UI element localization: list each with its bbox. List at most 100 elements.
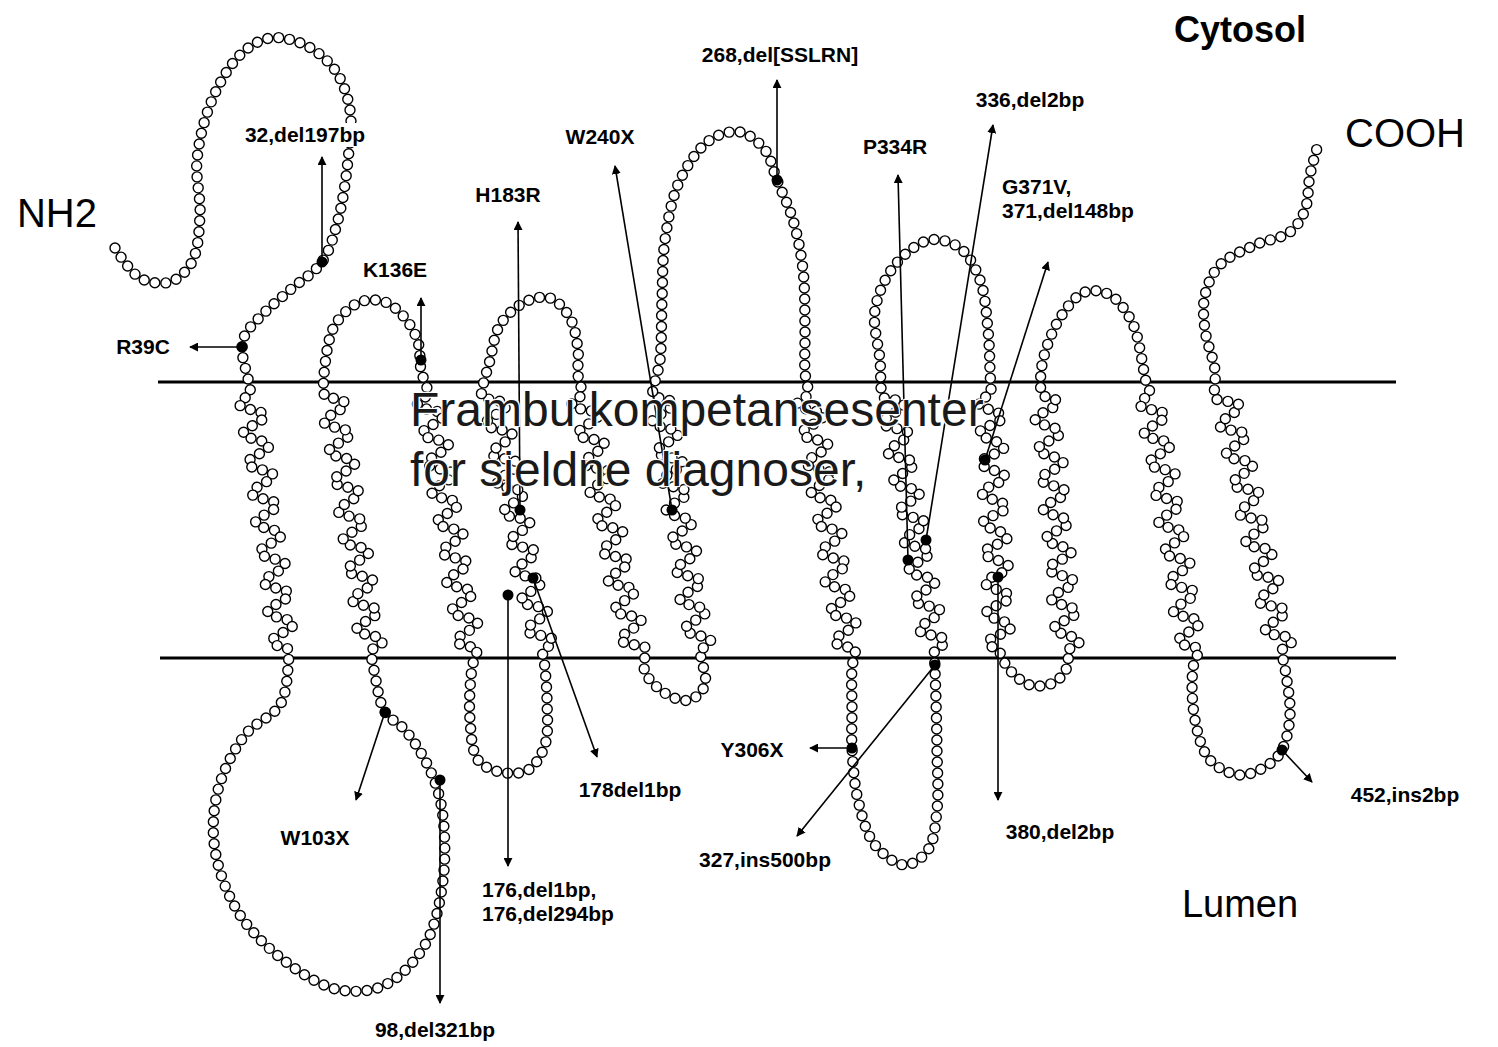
leader-arrow xyxy=(356,712,385,800)
residue-bead xyxy=(1280,631,1290,641)
residue-bead xyxy=(283,644,293,654)
residue-bead xyxy=(235,50,245,60)
residue-bead xyxy=(123,261,133,271)
residue-bead xyxy=(467,734,477,744)
residue-bead xyxy=(600,549,610,559)
residue-bead xyxy=(994,478,1004,488)
residue-bead xyxy=(259,510,269,520)
residue-bead xyxy=(392,973,402,983)
mutation-label: Y306X xyxy=(718,738,785,762)
residue-bead xyxy=(876,285,886,295)
residue-bead xyxy=(466,724,476,734)
residue-bead xyxy=(542,682,552,692)
residue-bead xyxy=(340,986,350,996)
residue-bead xyxy=(792,229,802,239)
residue-bead xyxy=(1210,363,1220,373)
watermark: Frambu kompetansesenter for sjeldne diag… xyxy=(410,380,1010,500)
residue-bead xyxy=(1049,481,1059,491)
residue-bead xyxy=(1239,468,1249,478)
residue-bead xyxy=(999,443,1009,453)
residue-bead xyxy=(691,546,701,556)
mutation-label: 452,ins2bp xyxy=(1349,783,1462,807)
residue-bead xyxy=(985,351,995,361)
residue-bead xyxy=(338,192,348,202)
residue-bead xyxy=(724,127,734,137)
residue-bead xyxy=(322,56,332,66)
residue-bead xyxy=(928,834,938,844)
residue-bead xyxy=(975,275,985,285)
mutation-dot xyxy=(515,505,526,516)
mutation-label: 176,del1bp, 176,del294bp xyxy=(480,878,656,926)
residue-bead xyxy=(487,346,497,356)
residue-bead xyxy=(220,881,230,891)
residue-bead xyxy=(410,329,420,339)
residue-bead xyxy=(238,353,248,363)
residue-bead xyxy=(518,542,528,552)
residue-bead xyxy=(1015,674,1025,684)
residue-bead xyxy=(932,735,942,745)
residue-bead xyxy=(933,779,943,789)
residue-bead xyxy=(602,507,612,517)
residue-bead xyxy=(567,317,577,327)
residue-bead xyxy=(1285,709,1295,719)
residue-bead xyxy=(442,578,452,588)
residue-bead xyxy=(192,161,202,171)
residue-bead xyxy=(857,811,867,821)
residue-bead xyxy=(216,871,226,881)
residue-bead xyxy=(328,393,338,403)
residue-bead xyxy=(1137,354,1147,364)
residue-bead xyxy=(248,490,258,500)
residue-bead xyxy=(1221,448,1231,458)
residue-bead xyxy=(275,532,285,542)
residue-bead xyxy=(1240,456,1250,466)
residue-bead xyxy=(240,363,250,373)
leader-arrow xyxy=(997,577,999,800)
residue-bead xyxy=(332,472,342,482)
residue-bead xyxy=(209,839,219,849)
residue-bead xyxy=(1284,720,1294,730)
residue-bead xyxy=(931,691,941,701)
residue-bead xyxy=(285,34,295,44)
residue-bead xyxy=(660,688,670,698)
residue-bead xyxy=(276,698,286,708)
residue-bead xyxy=(257,465,267,475)
residue-bead xyxy=(194,227,204,237)
mutation-dot xyxy=(772,175,783,186)
residue-bead xyxy=(706,635,716,645)
residue-bead xyxy=(828,553,838,563)
region-label: Lumen xyxy=(1182,883,1298,927)
residue-bead xyxy=(1065,644,1075,654)
residue-bead xyxy=(1235,770,1245,780)
residue-bead xyxy=(1223,396,1233,406)
residue-bead xyxy=(1000,658,1010,668)
residue-bead xyxy=(1163,522,1173,532)
residue-bead xyxy=(416,748,426,758)
residue-bead xyxy=(489,335,499,345)
residue-bead xyxy=(1071,293,1081,303)
residue-bead xyxy=(1224,768,1234,778)
residue-bead xyxy=(370,632,380,642)
residue-bead xyxy=(193,238,203,248)
residue-bead xyxy=(886,266,896,276)
residue-bead xyxy=(343,482,353,492)
residue-bead xyxy=(800,305,810,315)
residue-bead xyxy=(344,511,354,521)
residue-bead xyxy=(1304,177,1314,187)
residue-bead xyxy=(418,372,428,382)
residue-bead xyxy=(1184,627,1194,637)
residue-bead xyxy=(998,506,1008,516)
residue-bead xyxy=(1154,517,1164,527)
residue-bead xyxy=(322,345,332,355)
residue-bead xyxy=(698,684,708,694)
residue-bead xyxy=(349,300,359,310)
residue-bead xyxy=(1209,267,1219,277)
residue-bead xyxy=(981,580,991,590)
residue-bead xyxy=(1265,235,1275,245)
residue-bead xyxy=(985,373,995,383)
mutation-label: K136E xyxy=(361,258,429,282)
residue-bead xyxy=(213,860,223,870)
residue-bead xyxy=(1278,655,1288,665)
residue-bead xyxy=(800,327,810,337)
residue-bead xyxy=(498,315,508,325)
